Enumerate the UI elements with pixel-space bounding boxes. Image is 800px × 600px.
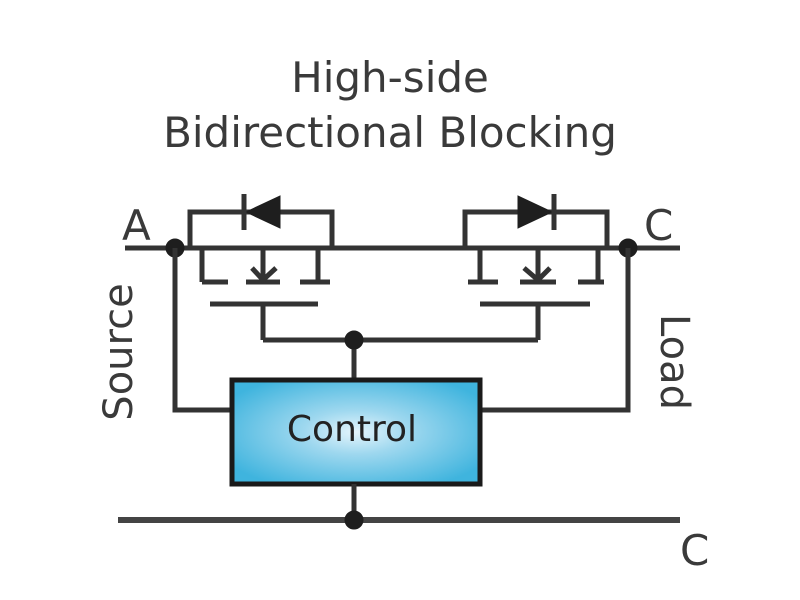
control-box: [229, 377, 483, 487]
terminal-c-bottom-label: C: [680, 526, 709, 575]
right-mosfet: [468, 248, 604, 340]
title-line-1: High-side: [291, 53, 489, 102]
control-block: Control: [229, 377, 483, 487]
control-label: Control: [287, 409, 417, 450]
common-junction-dot: [344, 510, 364, 530]
load-sense-wire: [480, 248, 631, 413]
left-mosfet: [199, 248, 330, 340]
gate-junction-dot: [344, 330, 364, 350]
title-line-2: Bidirectional Blocking: [163, 108, 617, 157]
source-label: Source: [96, 283, 142, 420]
gate-bus: [263, 337, 538, 380]
left-diode: [187, 194, 335, 248]
terminal-a-label: A: [122, 201, 151, 250]
right-diode: [462, 194, 610, 248]
load-label: Load: [651, 314, 697, 410]
terminal-c-top-label: C: [644, 201, 673, 250]
source-sense-wire: [172, 248, 232, 413]
